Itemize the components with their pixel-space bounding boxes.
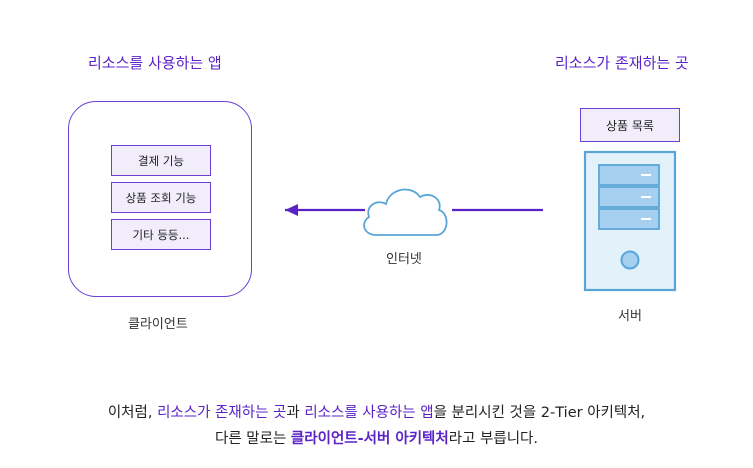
cloud-icon <box>363 188 448 236</box>
caption-line-1: 이처럼, 리소스가 존재하는 곳과 리소스를 사용하는 앱을 분리시킨 것을 2… <box>0 401 753 422</box>
internet-label: 인터넷 <box>386 252 422 267</box>
arrow-head-icon <box>285 204 298 216</box>
server-section-heading: 리소스가 존재하는 곳 <box>555 54 689 72</box>
caption-highlight: 리소스를 사용하는 앱 <box>304 405 434 421</box>
caption-text: 이처럼, <box>107 405 158 421</box>
client-label: 클라이언트 <box>128 317 188 332</box>
server-drive-1 <box>598 164 660 186</box>
client-section-heading: 리소스를 사용하는 앱 <box>88 54 222 72</box>
network-connection <box>285 188 543 236</box>
server-power-button <box>620 250 640 270</box>
product-list-box: 상품 목록 <box>580 108 680 142</box>
server-drive-3 <box>598 208 660 230</box>
feature-etc: 기타 등등... <box>111 219 211 250</box>
caption-highlight: 리소스가 존재하는 곳 <box>157 405 287 421</box>
feature-payment: 결제 기능 <box>111 145 211 176</box>
caption-line-2: 다른 말로는 클라이언트-서버 아키텍처라고 부릅니다. <box>0 427 753 448</box>
caption-text: 을 분리시킨 것을 2-Tier 아키텍처, <box>433 405 646 421</box>
caption-text: 과 <box>286 405 305 421</box>
server-label: 서버 <box>618 309 642 324</box>
client-app-box <box>68 101 252 297</box>
server-drive-2 <box>598 186 660 208</box>
caption-text: 라고 부릅니다. <box>448 431 538 447</box>
caption-text: 다른 말로는 <box>215 431 291 447</box>
server-icon <box>583 150 677 292</box>
feature-product-lookup: 상품 조회 기능 <box>111 182 211 213</box>
caption-highlight-bold: 클라이언트-서버 아키텍처 <box>290 431 449 447</box>
